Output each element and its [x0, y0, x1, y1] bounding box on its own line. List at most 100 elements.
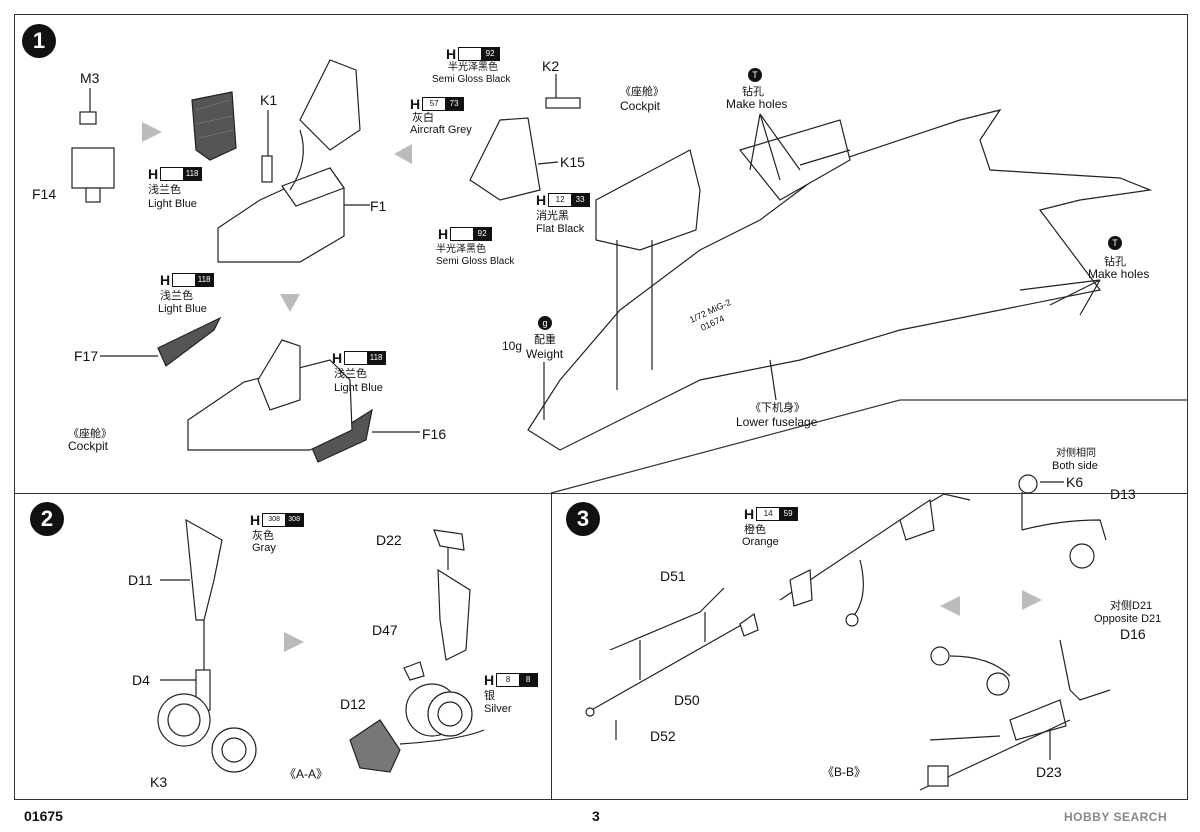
label-K15: K15: [560, 154, 585, 170]
watermark-logo: HOBBY SEARCH: [1064, 810, 1168, 824]
cockpit-label-mid-en: Cockpit: [620, 99, 661, 113]
paint-en-light-blue-c: Light Blue: [334, 382, 383, 394]
label-D23: D23: [1036, 764, 1062, 780]
cockpit-label-left-en: Cockpit: [68, 439, 109, 453]
label-M3: M3: [80, 70, 100, 86]
paint-cn-light-blue-a: 浅兰色: [148, 184, 181, 196]
paint-number-box: 118: [160, 166, 203, 181]
step-number-2: 2: [30, 502, 64, 536]
label-D51: D51: [660, 568, 686, 584]
paint-cn-light-blue-b: 浅兰色: [160, 290, 193, 302]
paint-en-light-blue-a: Light Blue: [148, 198, 197, 210]
paint-code-light-blue-a: H 118: [148, 165, 203, 182]
paint-number-2: 73: [445, 97, 464, 110]
fuselage-label-en: Lower fuselage: [736, 415, 818, 429]
opposite-en: Opposite D21: [1094, 613, 1162, 625]
label-D11: D11: [128, 572, 153, 588]
step-number-3: 3: [566, 502, 600, 536]
label-K6: K6: [1066, 474, 1084, 490]
paint-code-sgb-top: H 92: [446, 45, 501, 62]
label-D22: D22: [376, 532, 402, 548]
paint-en-sgb-top: Semi Gloss Black: [432, 74, 511, 85]
panel-step3: [551, 493, 1188, 800]
paint-cn-flat-black: 消光黑: [536, 210, 569, 222]
label-F17: F17: [74, 348, 99, 364]
paint-cn-silver: 银: [484, 690, 495, 702]
paint-brand: H: [536, 191, 547, 208]
weight-cn: 配重: [534, 334, 556, 346]
label-D16: D16: [1120, 626, 1146, 642]
holes2-cn: 钻孔: [1104, 256, 1126, 268]
paint-number-2: 59: [779, 507, 798, 520]
label-K2: K2: [542, 58, 560, 74]
label-F14: F14: [32, 186, 57, 202]
holes1-cn: 钻孔: [742, 86, 764, 98]
label-D52: D52: [650, 728, 676, 744]
paint-cn-light-blue-c: 浅兰色: [334, 368, 367, 380]
paint-number-1: [451, 227, 474, 240]
both-side-cn: 对侧相同: [1056, 448, 1096, 459]
both-side-en: Both side: [1052, 460, 1098, 472]
paint-number-1: [345, 351, 368, 364]
paint-brand: H: [438, 225, 449, 242]
label-D50: D50: [674, 692, 700, 708]
paint-cn-sgb-top: 半光泽黑色: [448, 62, 498, 73]
paint-en-flat-black: Flat Black: [536, 223, 585, 235]
section-A-A: 《A-A》: [284, 767, 329, 781]
fuselage-label-cn: 《下机身》: [750, 402, 805, 414]
label-D4: D4: [132, 672, 150, 688]
label-K1: K1: [260, 92, 278, 108]
paint-number-1: 14: [757, 507, 780, 520]
paint-code-sgb-bottom: H 92: [438, 225, 493, 242]
paint-number-2: 118: [367, 351, 386, 364]
paint-number-1: [173, 273, 196, 286]
paint-number-2: 8: [519, 673, 538, 686]
paint-number-2: 118: [183, 167, 202, 180]
paint-cn-orange: 橙色: [744, 524, 766, 536]
kit-number: 01675: [24, 808, 63, 824]
drill-icon: T: [1108, 236, 1122, 250]
paint-en-aircraft-grey: Aircraft Grey: [410, 124, 472, 136]
paint-number-1: 308: [263, 513, 286, 526]
paint-brand: H: [484, 671, 495, 688]
page-number: 3: [592, 808, 600, 824]
paint-brand: H: [332, 349, 343, 366]
paint-brand: H: [160, 271, 171, 288]
paint-number-2: 92: [481, 47, 500, 60]
paint-en-orange: Orange: [742, 536, 779, 548]
paint-brand: H: [446, 45, 457, 62]
label-D12: D12: [340, 696, 366, 712]
paint-brand: H: [148, 165, 159, 182]
paint-cn-gray: 灰色: [252, 530, 274, 542]
weight-amount: 10g: [502, 339, 523, 353]
paint-number-1: 57: [423, 97, 446, 110]
paint-number-2: 308: [285, 513, 304, 526]
weight-en: Weight: [526, 347, 564, 361]
paint-number-box: 118: [172, 272, 215, 287]
paint-number-box: 92: [450, 226, 493, 241]
paint-number-2: 33: [571, 193, 590, 206]
paint-en-silver: Silver: [484, 703, 512, 715]
holes1-en: Make holes: [726, 97, 788, 111]
paint-number-1: 12: [549, 193, 572, 206]
paint-number-box: 92: [458, 46, 501, 61]
paint-number-box: 118: [344, 350, 387, 365]
cockpit-label-left-cn: 《座舱》: [68, 428, 112, 440]
section-B-B: 《B-B》: [822, 765, 867, 779]
label-D13: D13: [1110, 486, 1136, 502]
label-F1: F1: [370, 198, 387, 214]
cockpit-label-mid-cn: 《座舱》: [620, 86, 664, 98]
paint-brand: H: [250, 511, 261, 528]
step-number-1: 1: [22, 24, 56, 58]
paint-number-2: 92: [473, 227, 492, 240]
